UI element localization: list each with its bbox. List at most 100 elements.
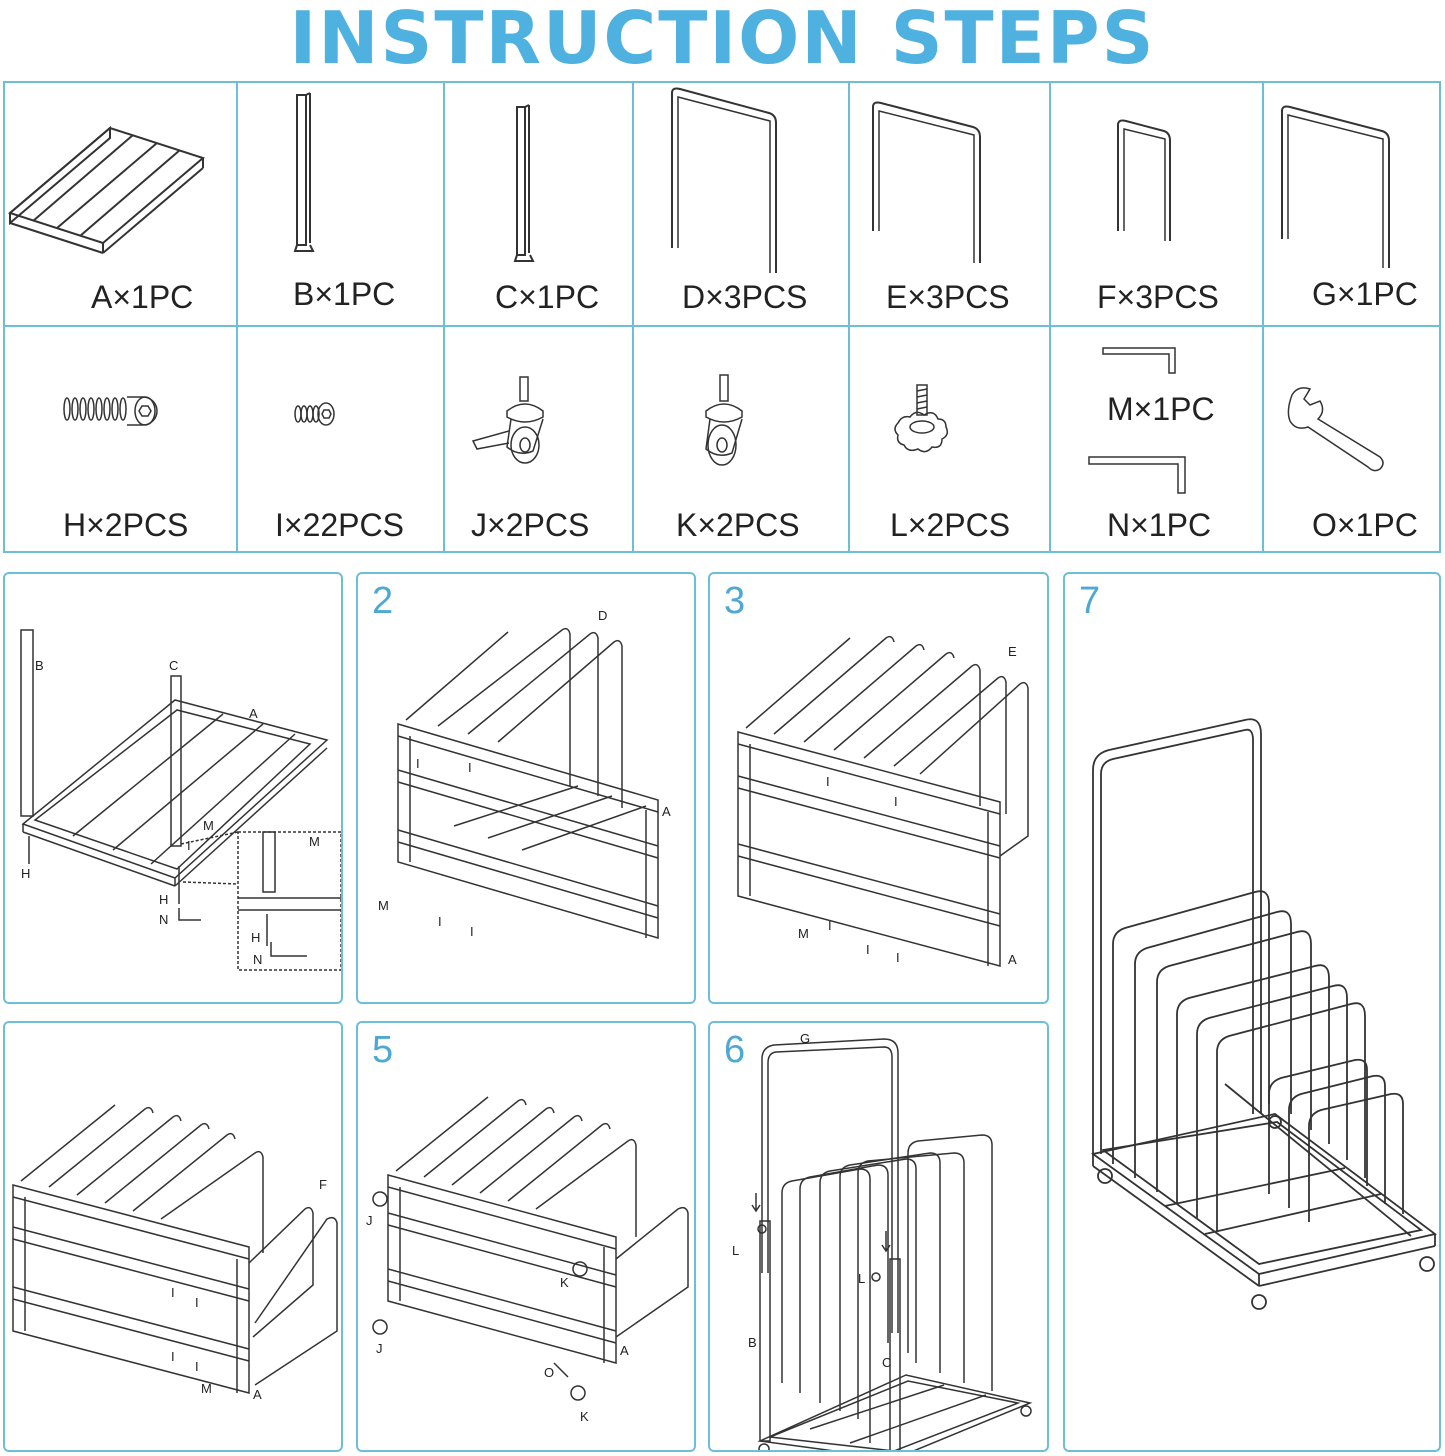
part-label: E×3PCS: [886, 279, 1010, 315]
large-allen-key-icon: [1088, 456, 1186, 494]
part-j-label: J: [366, 1213, 373, 1228]
part-a-label: A: [253, 1387, 262, 1402]
part-i-label: I: [828, 918, 832, 933]
part-label: M×1PC: [1107, 391, 1215, 427]
part-m-label: M: [201, 1381, 212, 1396]
part-l-label: L: [858, 1271, 865, 1286]
part-label: G×1PC: [1312, 276, 1418, 312]
part-h-cell: H×2PCS: [5, 327, 238, 553]
page-title: INSTRUCTION STEPS: [289, 0, 1156, 80]
part-o-cell: O×1PC: [1264, 327, 1439, 553]
part-a-label: A: [249, 706, 258, 721]
step-2-panel: 2 D A M I I I I: [356, 572, 696, 1004]
step-1-panel: B C A M I H H N M H N: [3, 572, 343, 1004]
part-label: H×2PCS: [63, 507, 189, 543]
part-i-label: I: [187, 838, 191, 853]
part-label: O×1PC: [1312, 507, 1418, 543]
step-3-diagram: E A M I I I I I: [737, 635, 1029, 967]
part-e-label: E: [1008, 644, 1017, 659]
step-7-panel: 7: [1063, 572, 1441, 1452]
part-label: F×3PCS: [1097, 279, 1219, 315]
part-i-label: I: [195, 1359, 199, 1374]
part-c-label: C: [882, 1355, 891, 1370]
part-b-label: B: [35, 658, 44, 673]
part-i-label: I: [470, 924, 474, 939]
step-5-diagram: J K J A O K: [366, 1096, 689, 1424]
wrench-icon: [1287, 387, 1384, 472]
knob-bolt-icon: [894, 384, 949, 453]
part-n-label: N: [253, 952, 262, 967]
step-3-panel: 3 E A M I I I I I: [708, 572, 1049, 1004]
step-1-diagram: B C A M I H H N M H N: [20, 629, 341, 971]
part-m-label: M: [203, 818, 214, 833]
part-m-label: M: [309, 834, 320, 849]
part-i-label: I: [195, 1295, 199, 1310]
part-label: I×22PCS: [275, 507, 404, 543]
parts-list: A×1PC B×1PC C×1PC D×3PCS E×3: [3, 81, 1441, 553]
part-g-label: G: [800, 1031, 810, 1046]
part-a-cell: A×1PC: [5, 83, 238, 327]
part-i-label: I: [416, 756, 420, 771]
part-d-label: D: [598, 608, 607, 623]
part-i-label: I: [866, 942, 870, 957]
part-j-cell: J×2PCS: [445, 327, 634, 553]
part-k-cell: K×2PCS: [634, 327, 850, 553]
step-number: 6: [724, 1029, 746, 1071]
post-c-icon: [513, 104, 535, 262]
step-number: 2: [372, 580, 394, 622]
part-c-label: C: [169, 658, 178, 673]
part-i-label: I: [894, 794, 898, 809]
part-i-label: I: [468, 760, 472, 775]
part-label: A×1PC: [91, 279, 194, 315]
part-c-cell: C×1PC: [445, 83, 634, 327]
step-7-diagram: [1090, 718, 1438, 1310]
step-4-panel: F A M I I I I: [3, 1021, 343, 1452]
part-b-cell: B×1PC: [238, 83, 445, 327]
short-screw-icon: [294, 402, 335, 426]
part-k-label: K: [580, 1409, 589, 1424]
part-label: N×1PC: [1107, 507, 1212, 543]
part-i-label: I: [896, 950, 900, 965]
part-f-cell: F×3PCS: [1051, 83, 1264, 327]
divider-d-icon: [671, 87, 777, 273]
part-label: K×2PCS: [676, 507, 800, 543]
part-g-cell: G×1PC: [1264, 83, 1439, 327]
part-i-cell: I×22PCS: [238, 327, 445, 553]
part-label: C×1PC: [495, 279, 600, 315]
part-k-label: K: [560, 1275, 569, 1290]
locking-caster-icon: [471, 376, 544, 464]
small-allen-key-icon: [1102, 347, 1176, 374]
allen-keys-icon: [1088, 347, 1186, 494]
part-a-label: A: [620, 1343, 629, 1358]
part-i-label: I: [171, 1349, 175, 1364]
part-label: J×2PCS: [471, 507, 590, 543]
step-number: 3: [724, 580, 746, 622]
part-i-label: I: [826, 774, 830, 789]
part-h-label: H: [159, 892, 168, 907]
post-b-icon: [293, 92, 315, 252]
step-2-diagram: D A M I I I I: [378, 608, 671, 940]
divider-f-icon: [1117, 119, 1171, 241]
part-label: L×2PCS: [890, 507, 1011, 543]
part-l-label: L: [732, 1243, 739, 1258]
part-label: D×3PCS: [682, 279, 808, 315]
base-frame-icon: [7, 125, 206, 254]
step-number: 7: [1079, 580, 1101, 622]
step-6-diagram: G L L B C: [732, 1031, 1033, 1450]
part-f-label: F: [319, 1177, 327, 1192]
part-b-label: B: [748, 1335, 757, 1350]
part-m-label: M: [378, 898, 389, 913]
part-d-cell: D×3PCS: [634, 83, 850, 327]
divider-e-icon: [872, 101, 981, 263]
step-6-panel: 6 G L L B C: [708, 1021, 1049, 1452]
part-h-label: H: [251, 930, 260, 945]
step-number: 5: [372, 1029, 394, 1071]
part-i-label: I: [171, 1285, 175, 1300]
long-screw-icon: [63, 396, 158, 426]
part-a-label: A: [662, 804, 671, 819]
part-j-label: J: [376, 1341, 383, 1356]
part-label: B×1PC: [293, 276, 396, 312]
part-o-label: O: [544, 1365, 554, 1380]
part-h-label: H: [21, 866, 30, 881]
part-l-cell: L×2PCS: [850, 327, 1051, 553]
